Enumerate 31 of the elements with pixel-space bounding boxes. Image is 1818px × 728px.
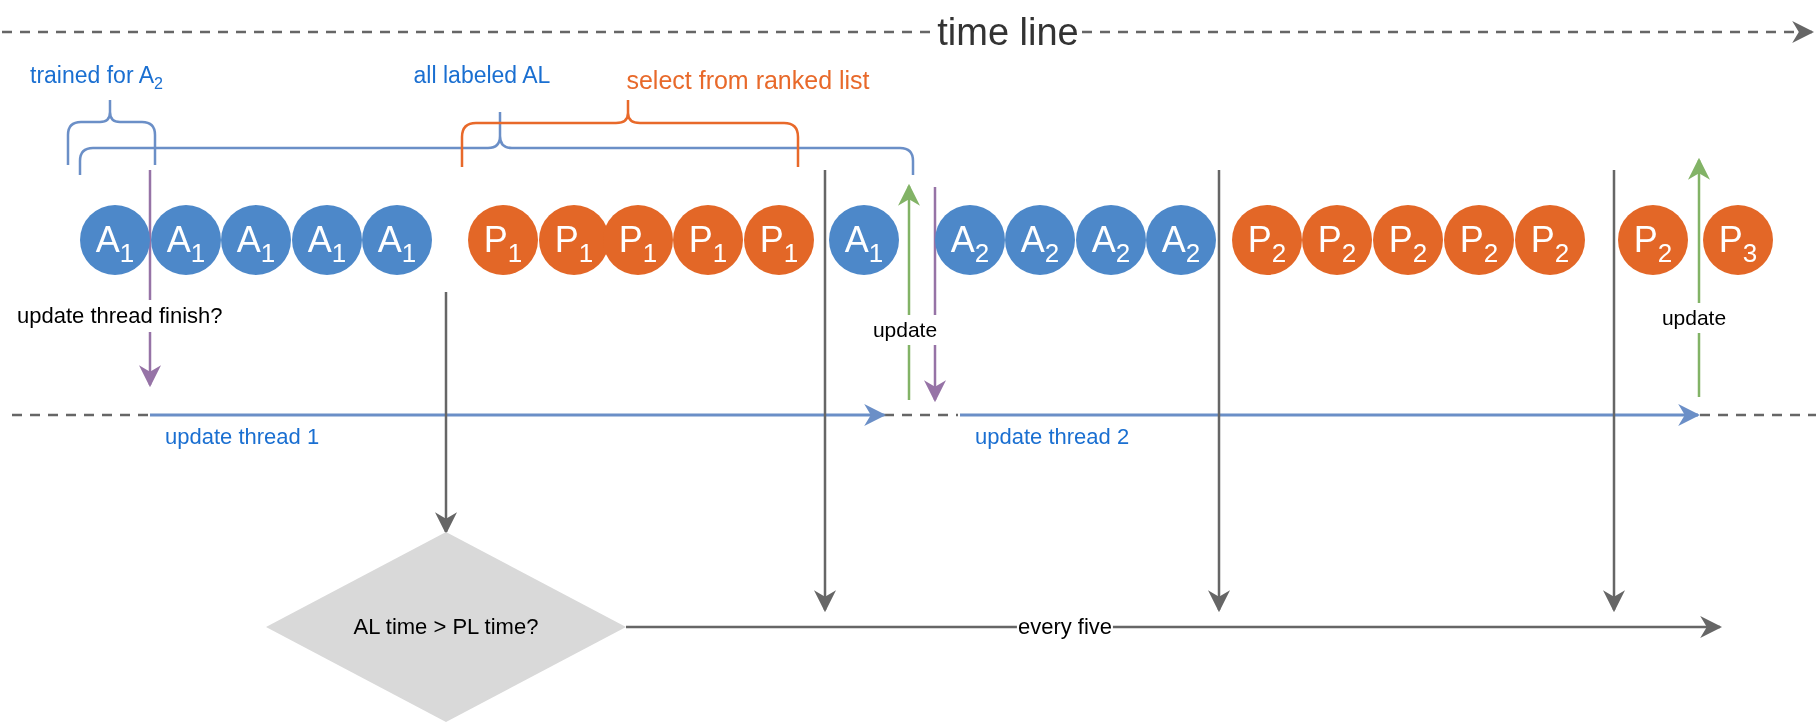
token-circle: P$_{2}$ bbox=[1232, 205, 1302, 275]
token-circle: A$_{2}$ bbox=[935, 205, 1005, 275]
token-circle: A$_{2}$ bbox=[1005, 205, 1075, 275]
decision-diamond bbox=[266, 532, 626, 722]
token-circle: A$_{2}$ bbox=[1146, 205, 1216, 275]
token-circle: P$_{1}$ bbox=[468, 205, 538, 275]
token-circle: P$_{1}$ bbox=[603, 205, 673, 275]
arrow-label: update thread finish? bbox=[15, 300, 225, 332]
token-circle: P$_{2}$ bbox=[1515, 205, 1585, 275]
token-circle: A$_{1}$ bbox=[80, 205, 150, 275]
token-circle: A$_{1}$ bbox=[292, 205, 362, 275]
token-circle: A$_{1}$ bbox=[221, 205, 291, 275]
token-circle: A$_{2}$ bbox=[1076, 205, 1146, 275]
decision-text: AL time > PL time? bbox=[353, 614, 539, 640]
thread-label: update thread 1 bbox=[165, 424, 320, 450]
token-circle: P$_{3}$ bbox=[1703, 205, 1773, 275]
arrow bbox=[626, 616, 1723, 638]
arrow bbox=[435, 292, 457, 535]
thread-label: update thread 2 bbox=[975, 424, 1130, 450]
brace-label: all labeled AL bbox=[413, 61, 551, 89]
token-circle: P$_{1}$ bbox=[744, 205, 814, 275]
token-circle: P$_{2}$ bbox=[1373, 205, 1443, 275]
brace-label: select from ranked list bbox=[626, 65, 870, 95]
token-circle: P$_{2}$ bbox=[1618, 205, 1688, 275]
token-circle: A$_{1}$ bbox=[829, 205, 899, 275]
token-circle: P$_{1}$ bbox=[673, 205, 743, 275]
token-circle: A$_{1}$ bbox=[362, 205, 432, 275]
token-circle: P$_{2}$ bbox=[1444, 205, 1514, 275]
token-circle: A$_{1}$ bbox=[151, 205, 221, 275]
token-circle: P$_{2}$ bbox=[1302, 205, 1372, 275]
brace-label: trained for A$_{2}$ bbox=[30, 61, 163, 89]
